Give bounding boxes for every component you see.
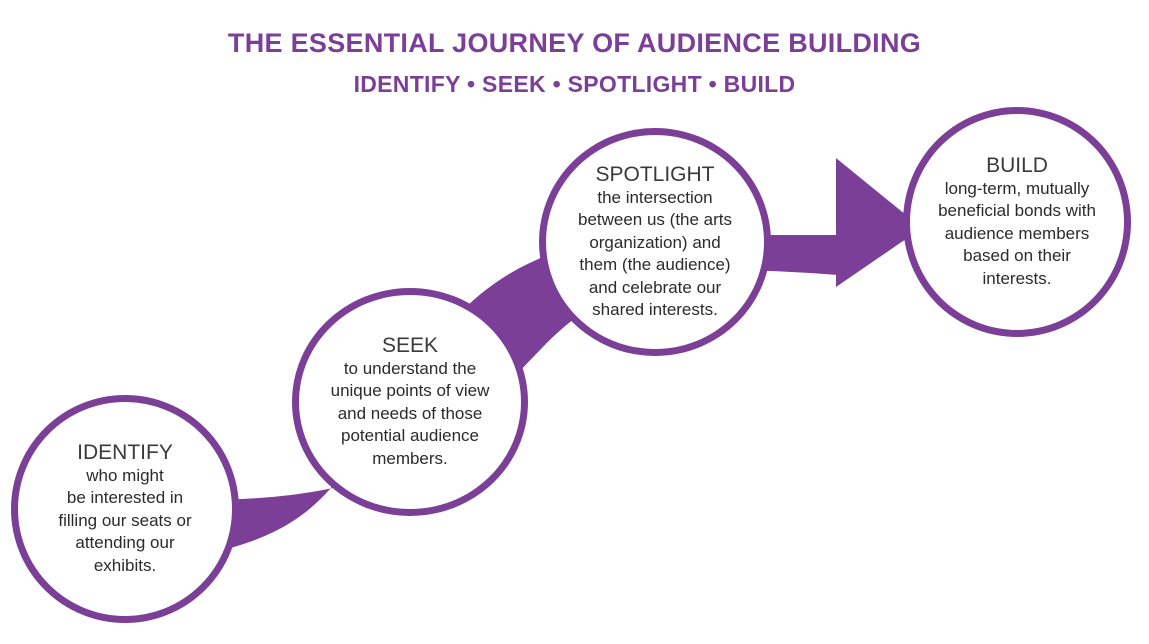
step-spotlight-line: between us (the arts [577, 210, 733, 229]
journey-arrowhead [836, 158, 922, 287]
step-build-line: long-term, mutually [944, 178, 1090, 198]
step-build-circle: BUILD long-term, mutually beneficial bon… [903, 107, 1131, 337]
step-build-description: long-term, mutually beneficial bonds wit… [917, 178, 1117, 291]
step-build-line: beneficial bonds with [938, 201, 1096, 221]
step-spotlight-line: and celebrate our [588, 277, 722, 297]
step-seek-heading: SEEK [381, 333, 439, 357]
step-seek-description: to understand the unique points of view … [303, 358, 518, 471]
step-build-heading: BUILD [986, 153, 1048, 177]
step-seek-line: potential audience [340, 426, 479, 446]
step-spotlight-line: organization) and [589, 232, 721, 252]
step-spotlight-description: the intersection between us (the arts or… [555, 187, 755, 322]
diagram-title: THE ESSENTIAL JOURNEY OF AUDIENCE BUILDI… [227, 28, 922, 58]
step-spotlight-line: the intersection [597, 187, 713, 207]
step-spotlight-line: them (the audience) [579, 255, 731, 274]
step-identify-line: be interested in [66, 488, 184, 508]
step-seek-line: and needs of those [337, 403, 483, 423]
step-seek-line: to understand the [343, 358, 477, 378]
step-spotlight-circle: SPOTLIGHT the intersection between us (t… [539, 128, 771, 356]
diagram-subtitle: IDENTIFY • SEEK • SPOTLIGHT • BUILD [353, 71, 796, 97]
step-identify-line: attending our [75, 533, 175, 553]
step-identify-heading: IDENTIFY [77, 440, 173, 464]
step-seek-line: unique points of view [330, 381, 490, 401]
step-identify-description: who might be interested in filling our s… [40, 465, 210, 578]
step-identify-line: who might [86, 465, 164, 485]
step-identify-circle: IDENTIFY who might be interested in fill… [11, 395, 239, 623]
step-identify-line: filling our seats or [58, 510, 192, 530]
step-identify-line: exhibits. [93, 555, 157, 575]
step-build-line: based on their [963, 246, 1071, 266]
step-seek-circle: SEEK to understand the unique points of … [292, 288, 528, 516]
step-spotlight-heading: SPOTLIGHT [595, 162, 715, 186]
step-build-line: audience members [944, 223, 1090, 243]
step-seek-line: members. [372, 448, 448, 468]
step-build-line: interests. [982, 268, 1052, 288]
step-spotlight-line: shared interests. [592, 300, 718, 319]
